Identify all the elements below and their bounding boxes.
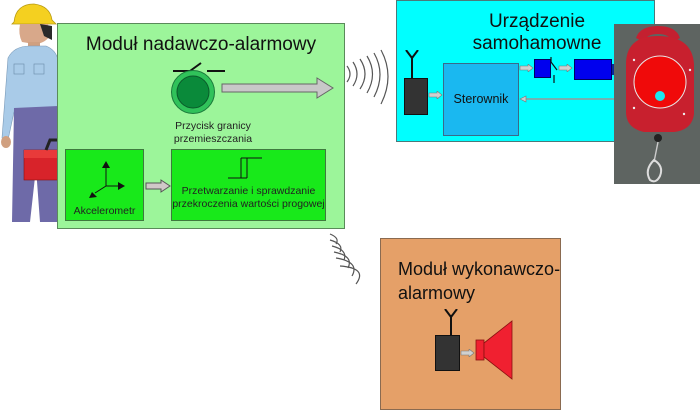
button-label-line1: Przycisk granicy (175, 120, 251, 132)
fall-arrester-photo (614, 24, 700, 184)
signal-arrow (221, 77, 335, 99)
sender-module-title: Moduł nadawczo-alarmowy (85, 34, 317, 55)
worker-illustration (0, 0, 60, 225)
accelerometer-box: Akcelerometr (65, 149, 144, 221)
button-label-line2: przemieszczania (173, 133, 253, 145)
threshold-step-icon (227, 156, 263, 180)
sender-alarm-module: Moduł nadawczo-alarmowy Przycisk granicy… (57, 23, 345, 229)
antenna-icon (404, 50, 420, 80)
executive-module-title: Moduł wykonawczo- alarmowy (398, 257, 563, 305)
processing-label-line2: przekroczenia wartości progowej (172, 198, 325, 210)
speaker-icon (475, 319, 515, 381)
relay-block (534, 59, 551, 78)
switch-icon (549, 56, 559, 84)
brake-title-line1: Urządzenie (488, 11, 586, 32)
controller-box: Sterownik (443, 63, 519, 136)
radio-waves-icon (326, 228, 378, 286)
actuator-block (574, 59, 612, 80)
processing-label: Przetwarzanie i sprawdzanie przekroczeni… (172, 185, 325, 211)
receiver-unit (435, 335, 460, 371)
processing-label-line1: Przetwarzanie i sprawdzanie (181, 185, 316, 197)
brake-device-title: Urządzenie samohamowne (437, 11, 637, 55)
executive-alarm-module: Moduł wykonawczo- alarmowy (380, 238, 561, 410)
controller-label: Sterownik (453, 92, 509, 106)
receiver-unit (404, 78, 428, 115)
relay-arrow (558, 64, 573, 72)
controller-arrow (519, 64, 534, 72)
process-arrow (145, 179, 171, 193)
button-label: Przycisk granicy przemieszczania (158, 120, 268, 146)
radio-waves-icon (343, 48, 398, 106)
processing-box: Przetwarzanie i sprawdzanie przekroczeni… (171, 149, 326, 221)
accelerometer-axes-icon (88, 160, 128, 200)
exec-title-line2: alarmowy (398, 283, 476, 303)
displacement-limit-button[interactable] (170, 69, 216, 115)
receiver-arrow (460, 349, 475, 357)
exec-title-line1: Moduł wykonawczo- (398, 259, 561, 279)
receiver-arrow (428, 91, 443, 99)
brake-title-line2: samohamowne (472, 33, 602, 54)
accelerometer-label: Akcelerometr (73, 205, 136, 217)
